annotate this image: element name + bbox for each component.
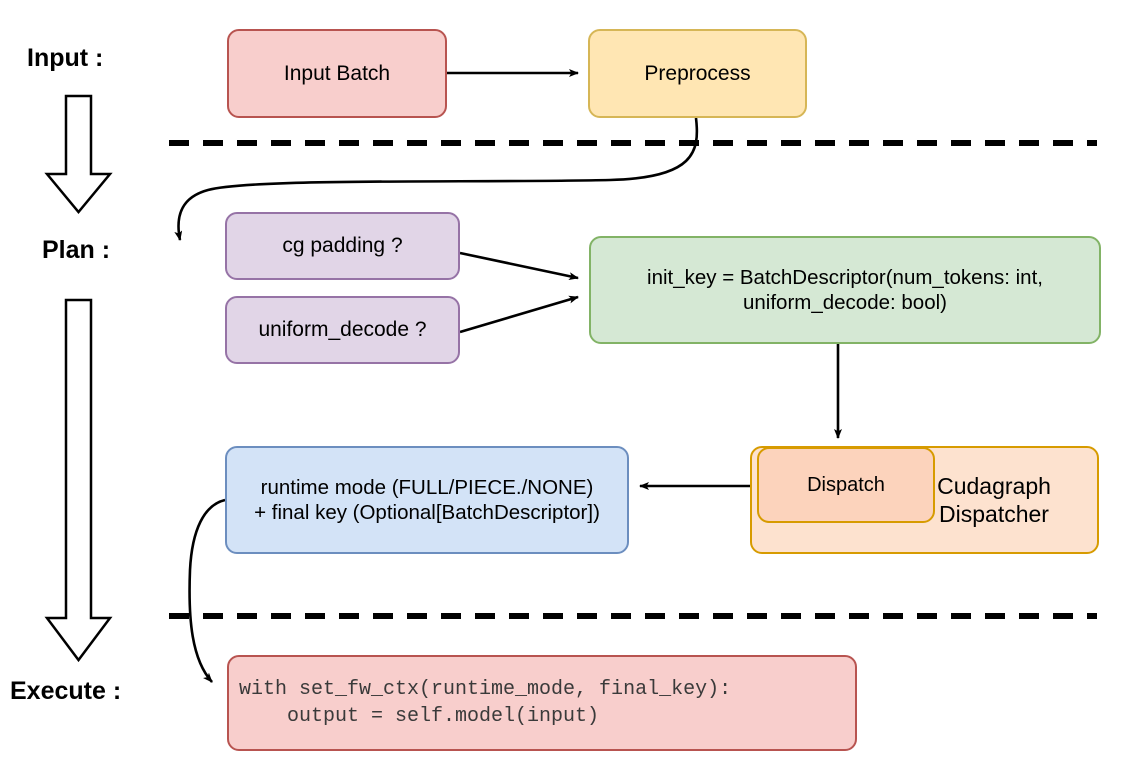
node-dispatch-label: Dispatch (807, 473, 885, 496)
node-dispatch[interactable]: Dispatch (757, 447, 935, 523)
stage-label-execute: Execute : (10, 677, 122, 705)
node-input-batch-label: Input Batch (283, 61, 391, 85)
stage-label-plan: Plan : (42, 236, 111, 264)
flow-arrow-input-to-plan (44, 94, 113, 214)
node-runtime-mode[interactable]: runtime mode (FULL/PIECE./NONE) + final … (225, 446, 629, 554)
stage-label-input: Input : (27, 44, 104, 72)
edge-uniform-decode-to-init-key (459, 295, 579, 334)
node-exec-code-line2: output = self.model(input) (239, 705, 600, 728)
node-init-key[interactable]: init_key = BatchDescriptor(num_tokens: i… (589, 236, 1101, 344)
node-exec-code-line1: with set_fw_ctx(runtime_mode, final_key)… (239, 678, 732, 701)
node-runtime-mode-line1: runtime mode (FULL/PIECE./NONE) (260, 476, 594, 499)
flow-arrow-plan-to-execute (44, 298, 113, 663)
node-init-key-text: init_key = BatchDescriptor(num_tokens: i… (599, 265, 1091, 315)
edge-cg-padding-to-init-key (459, 251, 579, 281)
edge-runtime-mode-to-exec-code (188, 498, 226, 683)
node-cg-padding-label: cg padding ? (282, 234, 403, 258)
node-preprocess-label: Preprocess (644, 61, 751, 85)
node-input-batch[interactable]: Input Batch (227, 29, 447, 118)
node-cudagraph-dispatcher-line1: Cudagraph (937, 472, 1051, 499)
node-init-key-line2: uniform_decode: bool) (743, 291, 947, 314)
node-exec-code[interactable]: with set_fw_ctx(runtime_mode, final_key)… (227, 655, 857, 751)
node-uniform-decode-label: uniform_decode ? (258, 318, 427, 342)
node-runtime-mode-text: runtime mode (FULL/PIECE./NONE) + final … (235, 475, 619, 525)
node-exec-code-text: with set_fw_ctx(runtime_mode, final_key)… (239, 676, 847, 730)
node-runtime-mode-line2: + final key (Optional[BatchDescriptor]) (254, 501, 600, 524)
node-uniform-decode[interactable]: uniform_decode ? (225, 296, 460, 364)
node-preprocess[interactable]: Preprocess (588, 29, 807, 118)
node-cg-padding[interactable]: cg padding ? (225, 212, 460, 280)
node-init-key-line1: init_key = BatchDescriptor(num_tokens: i… (647, 266, 1043, 289)
node-cudagraph-dispatcher-line2: Dispatcher (939, 501, 1049, 527)
node-cudagraph-dispatcher-text: Cudagraph Dispatcher (909, 472, 1079, 528)
